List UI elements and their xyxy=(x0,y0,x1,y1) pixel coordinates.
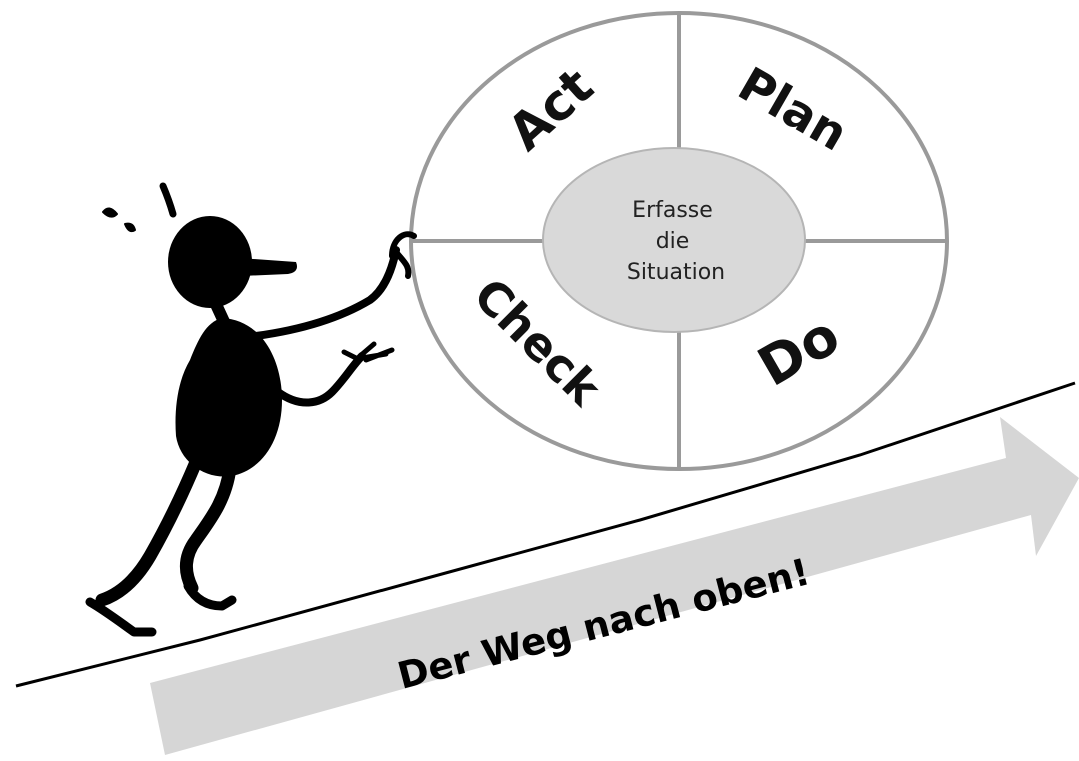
figure-front-foot xyxy=(183,581,237,611)
sweat-drop-2 xyxy=(124,222,136,233)
sweat-drop-3 xyxy=(159,182,177,218)
figure-upper-hand xyxy=(389,231,417,279)
figure-upper-arm xyxy=(252,246,400,340)
center-text: Erfasse die Situation xyxy=(627,198,725,285)
figure-front-leg xyxy=(180,461,237,595)
sweat-drop-1 xyxy=(102,207,118,218)
figure-nose xyxy=(240,258,297,276)
pdca-wheel: Erfasse die Situation Act Plan Check Do xyxy=(409,11,949,471)
figure-lower-hand xyxy=(341,341,395,363)
center-line-3: Situation xyxy=(627,260,725,285)
center-line-2: die xyxy=(656,229,690,254)
progress-arrow: Der Weg nach oben! xyxy=(150,417,1079,755)
slope-line xyxy=(15,381,1076,688)
figure-lower-arm xyxy=(274,352,366,407)
figure-back-foot xyxy=(85,597,157,637)
center-line-1: Erfasse xyxy=(632,198,713,223)
center-ellipse xyxy=(542,147,806,333)
arrow-shape xyxy=(150,417,1079,755)
figure-head xyxy=(168,216,252,308)
figure-body xyxy=(175,318,282,477)
figure-back-leg xyxy=(95,455,203,607)
pushing-figure xyxy=(85,182,417,637)
